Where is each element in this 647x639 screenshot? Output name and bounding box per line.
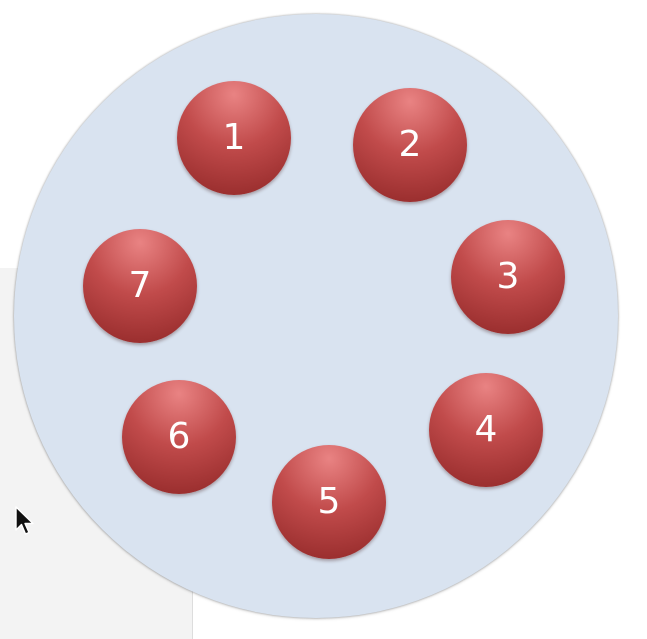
ball-2[interactable]: 2 bbox=[353, 88, 467, 202]
ball-label: 3 bbox=[496, 256, 520, 297]
ball-label: 5 bbox=[317, 481, 341, 522]
ball-label: 4 bbox=[474, 409, 498, 450]
ball-1[interactable]: 1 bbox=[177, 81, 291, 195]
ball-4[interactable]: 4 bbox=[429, 373, 543, 487]
ball-label: 2 bbox=[398, 124, 422, 165]
ball-7[interactable]: 7 bbox=[83, 229, 197, 343]
ball-label: 1 bbox=[222, 117, 246, 158]
ball-5[interactable]: 5 bbox=[272, 445, 386, 559]
ball-label: 7 bbox=[128, 265, 152, 306]
ball-3[interactable]: 3 bbox=[451, 220, 565, 334]
mouse-pointer-icon bbox=[15, 506, 34, 535]
ball-label: 6 bbox=[167, 416, 191, 457]
ball-6[interactable]: 6 bbox=[122, 380, 236, 494]
